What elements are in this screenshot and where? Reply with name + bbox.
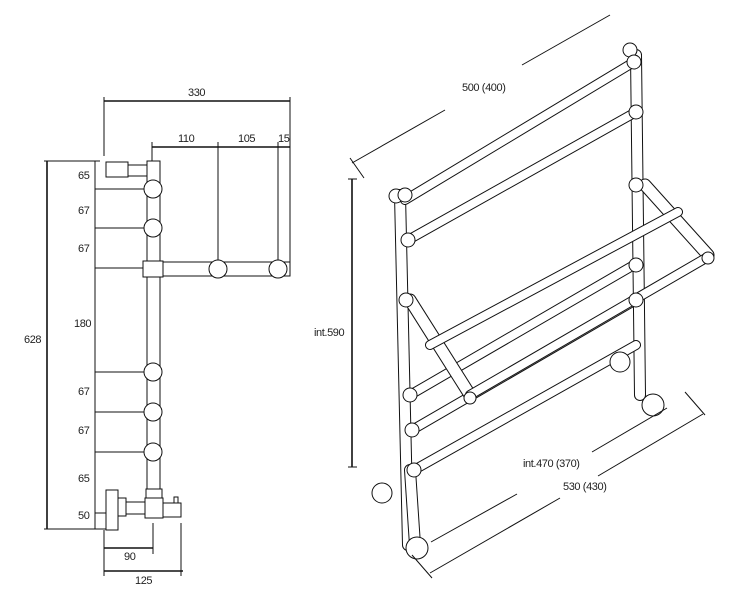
valve [105,488,182,531]
cross-fitting [142,260,164,278]
hanger-arm [639,179,714,261]
pipe-joint [628,177,644,193]
dim-line-int470 [591,407,668,453]
dim-line-530 [429,497,561,574]
dim-line-500 [521,14,611,66]
pipe-joint [626,54,642,70]
wall-mount [371,482,393,504]
dim-line-500 [351,109,446,164]
spacing-label: 65 [78,170,90,182]
pipe-joint [398,292,414,308]
pipe-joint [406,462,422,478]
front-post [405,465,420,550]
foot [405,536,429,560]
spacing-label: 67 [78,386,90,398]
spacing-label: 65 [78,473,90,485]
isometric-view: 500 (400) int.590 int.470 (370) 530 (430… [314,14,715,579]
dim-label-330: 330 [188,87,205,99]
dim-label-530: 530 (430) [563,481,607,493]
side-view: 330 110 105 15 628 65 67 67 180 67 67 65… [24,87,291,587]
foot [641,393,665,417]
hanger-rail [466,254,710,399]
dim-label-15: 15 [278,133,290,145]
spacing-extension-lines [95,188,147,514]
extension-line [684,391,706,416]
rail-end [701,251,715,265]
dim-line-int470 [430,493,518,543]
spacing-label: 50 [78,510,90,522]
pipe-joint [397,187,413,203]
towel-rail [406,261,638,399]
dim-label-int470: int.470 (370) [523,458,580,470]
extension-line [411,554,433,579]
towel-rail [410,341,640,474]
spacing-label: 180 [74,318,91,330]
dim-label-int590: int.590 [314,327,345,339]
towel-rail [404,108,640,244]
dim-label-110: 110 [178,133,195,145]
hanger-arm [404,294,476,401]
dim-label-90: 90 [124,551,136,563]
top-bracket [105,161,129,178]
extension-line [349,157,365,179]
dim-label-125: 125 [135,575,152,587]
pipe-joint [404,422,420,438]
pipe-joint [628,257,644,273]
pipe-joint [400,232,416,248]
rail-end [463,391,477,405]
hanger-rail [426,208,682,349]
spacing-label: 67 [78,243,90,255]
wall-mount [609,351,631,373]
pipe-joint [628,292,644,308]
spacing-label: 67 [78,205,90,217]
pipe-joint [402,387,418,403]
towel-rail [401,58,638,204]
spacing-label: 67 [78,425,90,437]
rack-tubes [371,42,715,560]
dim-label-105: 105 [238,133,255,145]
dim-label-628: 628 [24,334,41,346]
dim-line-530 [597,413,704,477]
rail-sections [143,179,288,462]
dim-label-500: 500 (400) [462,82,506,94]
pipe-joint [628,104,644,120]
